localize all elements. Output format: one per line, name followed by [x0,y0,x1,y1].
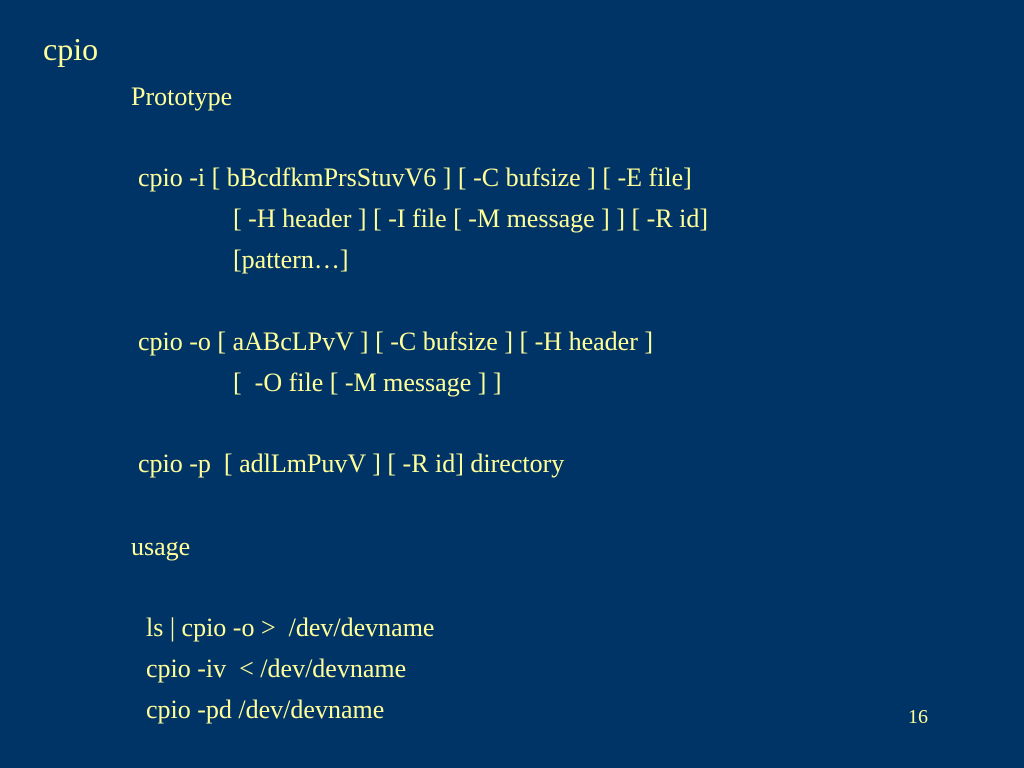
usage-line-3: cpio -pd /dev/devname [146,695,385,724]
page-number: 16 [908,706,928,728]
prototype-line-output-2: [ -O file [ -M message ] ] [233,368,502,397]
slide-title: cpio [43,31,99,67]
prototype-line-input-3: [pattern…] [233,245,349,274]
prototype-line-input-1: cpio -i [ bBcdfkmPrsStuvV6 ] [ -C bufsiz… [138,163,692,192]
prototype-line-input-2: [ -H header ] [ -I file [ -M message ] ]… [233,204,709,233]
prototype-heading: Prototype [131,82,233,111]
usage-line-1: ls | cpio -o > /dev/devname [146,613,435,642]
prototype-line-pass-1: cpio -p [ adlLmPuvV ] [ -R id] directory [138,449,565,478]
prototype-line-output-1: cpio -o [ aABcLPvV ] [ -C bufsize ] [ -H… [138,327,654,356]
usage-line-2: cpio -iv < /dev/devname [146,654,407,683]
usage-heading: usage [131,532,191,561]
